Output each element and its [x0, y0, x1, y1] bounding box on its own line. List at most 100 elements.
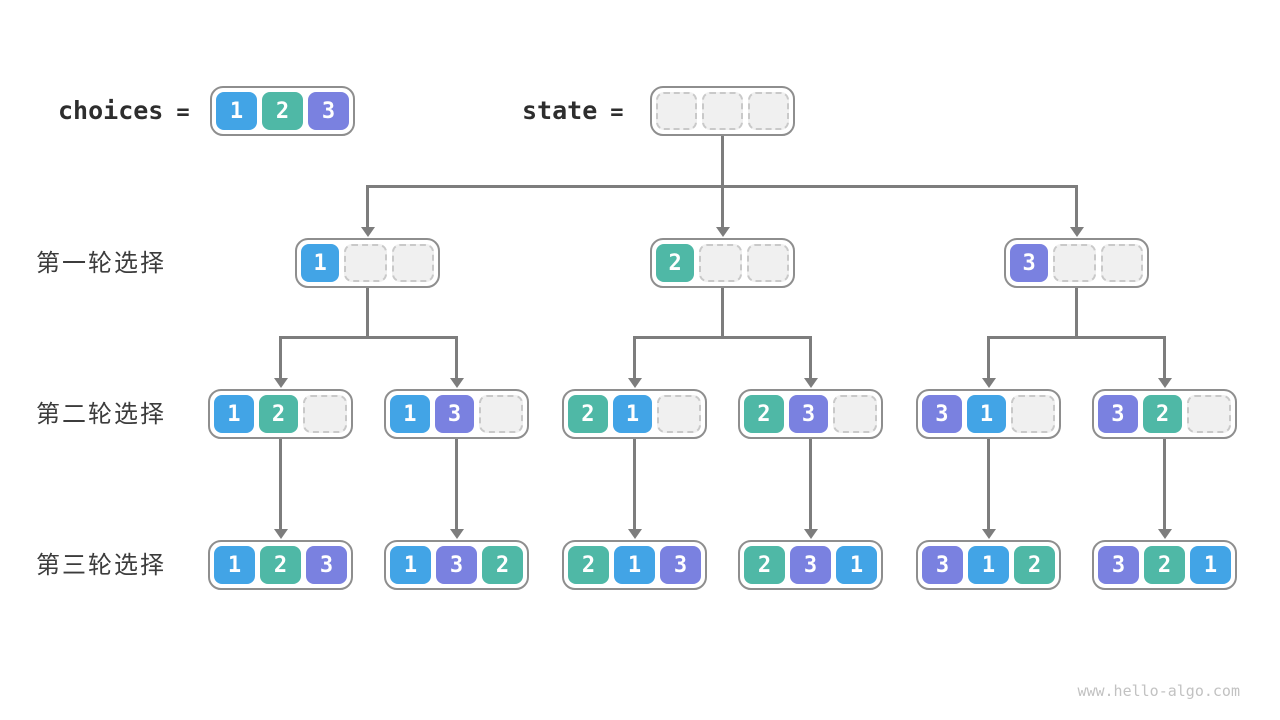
connector-line — [1163, 337, 1166, 380]
connector-line — [1163, 439, 1166, 531]
array-cell-3: 3 — [660, 546, 701, 584]
array-cell-empty — [1053, 244, 1096, 282]
array-cell-empty — [344, 244, 387, 282]
array-cell-3: 3 — [1010, 244, 1049, 282]
array-cell-1: 1 — [614, 546, 655, 584]
arrow-down-icon — [449, 378, 464, 388]
array-cell-3: 3 — [1098, 546, 1139, 584]
arrow-down-icon — [1157, 529, 1172, 539]
array-cell-3: 3 — [922, 395, 962, 433]
arrow-down-icon — [981, 529, 996, 539]
array-cell-2: 2 — [258, 395, 299, 433]
array-cell-empty — [303, 395, 348, 433]
arrow-down-icon — [273, 378, 288, 388]
watermark: www.hello-algo.com — [1077, 682, 1240, 700]
connector-line — [809, 439, 812, 531]
array-cell-2: 2 — [568, 395, 608, 433]
arrow-down-icon — [715, 227, 730, 237]
state-expression: state = — [522, 96, 624, 128]
array-cell-empty — [1100, 244, 1143, 282]
choices-label: choices — [58, 96, 164, 125]
round-3-label: 第三轮选择 — [36, 551, 166, 579]
connector-line — [721, 136, 724, 188]
round1-state-box-1: 2 — [650, 238, 795, 288]
connector-line — [721, 288, 724, 339]
array-cell-2: 2 — [744, 546, 785, 584]
connector-line — [633, 439, 636, 531]
round1-state-box-0: 1 — [295, 238, 440, 288]
array-cell-2: 2 — [262, 92, 303, 130]
connector-line — [279, 335, 458, 339]
state-equals-sign: = — [610, 100, 624, 125]
array-cell-1: 1 — [390, 546, 431, 584]
array-cell-empty — [748, 92, 789, 130]
array-cell-3: 3 — [1098, 395, 1138, 433]
array-cell-2: 2 — [568, 546, 609, 584]
connector-line — [366, 186, 369, 229]
connector-line — [987, 335, 1166, 339]
array-cell-empty — [391, 244, 434, 282]
connector-line — [279, 337, 282, 380]
state-label: state — [522, 96, 598, 125]
array-cell-1: 1 — [216, 92, 257, 130]
array-cell-1: 1 — [836, 546, 877, 584]
connector-line — [633, 337, 636, 380]
connector-line — [721, 186, 724, 229]
arrow-down-icon — [1157, 378, 1172, 388]
connector-line — [455, 439, 458, 531]
connector-line — [366, 288, 369, 339]
arrow-down-icon — [449, 529, 464, 539]
array-cell-2: 2 — [744, 395, 784, 433]
connector-line — [809, 337, 812, 380]
array-cell-2: 2 — [1014, 546, 1055, 584]
choices-equals-sign: = — [176, 100, 190, 125]
arrow-down-icon — [627, 378, 642, 388]
array-cell-1: 1 — [301, 244, 340, 282]
arrow-down-icon — [360, 227, 375, 237]
arrow-down-icon — [803, 529, 818, 539]
array-cell-empty — [1011, 395, 1056, 433]
array-cell-empty — [699, 244, 742, 282]
connector-line — [633, 335, 812, 339]
connector-line — [987, 439, 990, 531]
array-cell-empty — [746, 244, 789, 282]
connector-line — [455, 337, 458, 380]
round1-state-box-2: 3 — [1004, 238, 1149, 288]
array-cell-empty — [833, 395, 878, 433]
array-cell-1: 1 — [214, 546, 255, 584]
array-cell-3: 3 — [434, 395, 475, 433]
array-cell-2: 2 — [1144, 546, 1185, 584]
round-1-label: 第一轮选择 — [36, 249, 166, 277]
arrow-down-icon — [1069, 227, 1084, 237]
round-2-label: 第二轮选择 — [36, 400, 166, 428]
array-cell-1: 1 — [214, 395, 254, 433]
connector-line — [987, 337, 990, 380]
connector-line — [1075, 288, 1078, 339]
state-array-box — [650, 86, 795, 136]
array-cell-empty — [1187, 395, 1232, 433]
array-cell-2: 2 — [1142, 395, 1183, 433]
array-cell-empty — [479, 395, 524, 433]
array-cell-1: 1 — [1190, 546, 1231, 584]
arrow-down-icon — [803, 378, 818, 388]
array-cell-2: 2 — [656, 244, 695, 282]
choices-expression: choices = — [58, 96, 190, 128]
array-cell-3: 3 — [788, 395, 829, 433]
array-cell-3: 3 — [790, 546, 831, 584]
array-cell-3: 3 — [922, 546, 963, 584]
array-cell-1: 1 — [966, 395, 1007, 433]
arrow-down-icon — [981, 378, 996, 388]
